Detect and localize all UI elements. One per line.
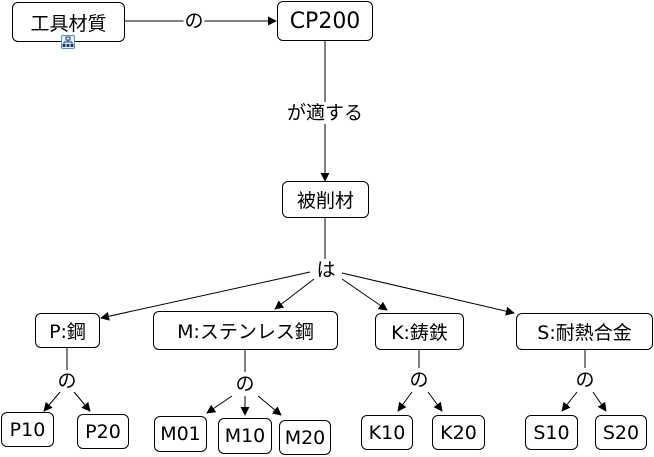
- grade-node-p10[interactable]: P10: [1, 412, 54, 447]
- relation-label-k: の: [408, 369, 430, 391]
- relation-label-p: の: [56, 370, 78, 392]
- grade-leaf-label: K20: [440, 421, 477, 444]
- root-label: 工具材質: [30, 12, 107, 35]
- grade-node-k20[interactable]: K20: [432, 415, 485, 450]
- category-node-s[interactable]: S:耐熱合金: [516, 313, 653, 350]
- grade-leaf-label: P10: [9, 418, 46, 441]
- grade-leaf-label: S20: [602, 421, 640, 444]
- edge-k-to-k10: [397, 391, 413, 412]
- grade-label: CP200: [289, 8, 361, 34]
- category-node-m[interactable]: M:ステンレス鋼: [153, 311, 338, 350]
- grade-node-s10[interactable]: S10: [525, 415, 578, 450]
- grade-node-p20[interactable]: P20: [77, 414, 129, 449]
- edge-p-to-p20: [73, 391, 91, 412]
- grade-node-s20[interactable]: S20: [595, 415, 647, 450]
- workpiece-label: 被削材: [296, 190, 354, 212]
- mindmap-icon[interactable]: [61, 35, 75, 49]
- edge-to-category-p: [100, 271, 311, 321]
- grade-node[interactable]: CP200: [277, 1, 373, 41]
- grade-leaf-label: P20: [85, 420, 121, 443]
- edge-m-to-m01: [206, 395, 233, 414]
- grade-leaf-label: M10: [224, 425, 266, 447]
- edge-k-to-k20: [427, 391, 443, 412]
- workpiece-node[interactable]: 被削材: [282, 181, 369, 218]
- edge-to-category-s: [341, 272, 515, 316]
- category-label: P:鋼: [49, 321, 86, 343]
- category-label: K:鋳鉄: [391, 322, 448, 344]
- relation-label-workpiece: は: [315, 259, 337, 281]
- grade-node-m20[interactable]: M20: [279, 420, 331, 455]
- category-label: M:ステンレス鋼: [177, 321, 314, 343]
- edge-s-to-s20: [592, 391, 607, 412]
- grade-leaf-label: M01: [160, 423, 201, 445]
- grade-leaf-label: S10: [533, 421, 570, 444]
- category-label: S:耐熱合金: [537, 322, 632, 344]
- edge-m-to-m20: [257, 395, 282, 416]
- edge-to-category-k: [341, 278, 388, 311]
- relation-label-grade: が適する: [285, 102, 365, 124]
- relation-label-m: の: [234, 373, 256, 395]
- grade-leaf-label: M20: [284, 426, 326, 449]
- grade-leaf-label: K10: [368, 421, 406, 444]
- grade-node-m01[interactable]: M01: [154, 416, 207, 452]
- edge-s-to-s10: [561, 391, 578, 412]
- grade-node-k10[interactable]: K10: [361, 415, 413, 450]
- relation-label-s: の: [574, 369, 596, 391]
- category-node-p[interactable]: P:鋼: [35, 313, 100, 348]
- edge-to-category-m: [274, 278, 315, 310]
- edge-p-to-p10: [43, 391, 61, 412]
- relation-label-root: の: [183, 10, 205, 32]
- grade-node-m10[interactable]: M10: [218, 418, 272, 454]
- category-node-k[interactable]: K:鋳鉄: [375, 313, 464, 350]
